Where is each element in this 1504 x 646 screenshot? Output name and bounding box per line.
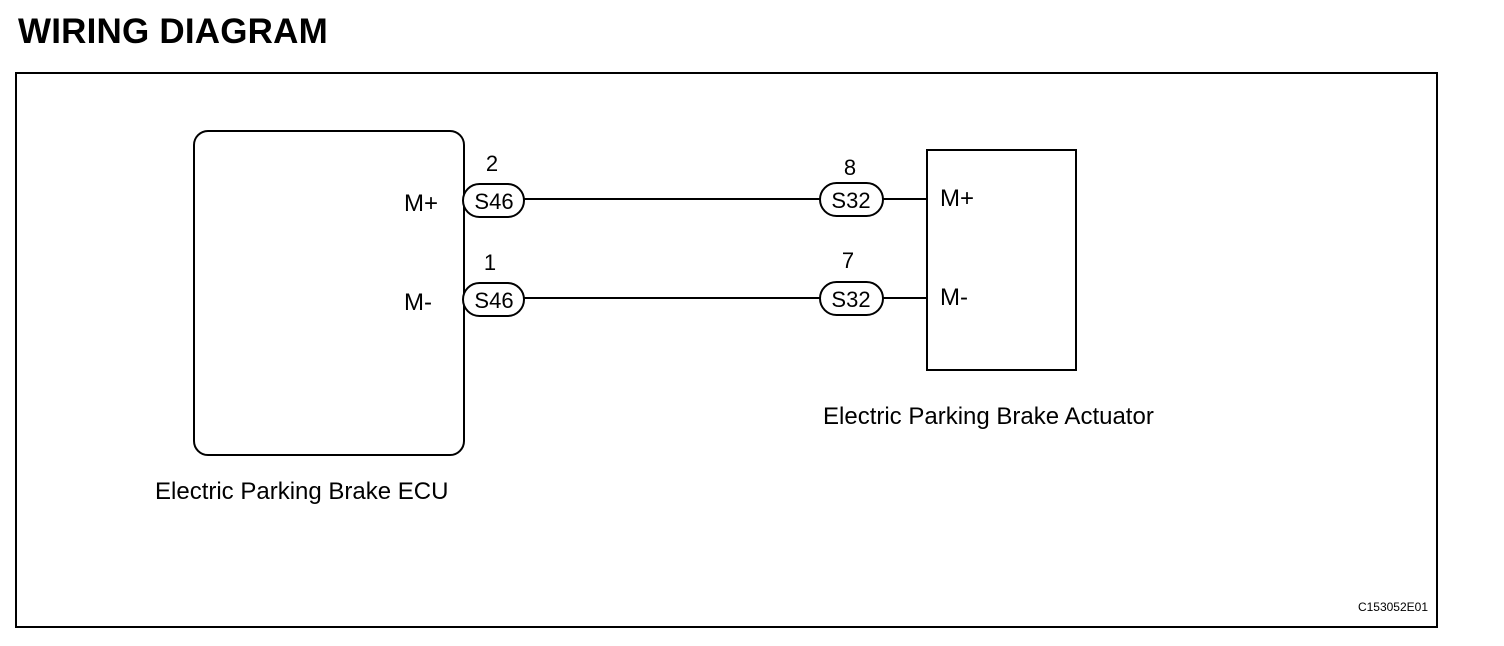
actuator-pin-8: 8	[844, 155, 856, 180]
actuator-label: Electric Parking Brake Actuator	[823, 403, 1154, 430]
actuator-box	[926, 149, 1077, 371]
ecu-label: Electric Parking Brake ECU	[155, 478, 448, 505]
ecu-pin-1: 1	[484, 250, 496, 275]
actuator-terminal-m-plus-label: M+	[940, 185, 974, 212]
connector-s46-m-minus-label: S46	[474, 288, 513, 313]
diagram-frame	[15, 72, 1438, 628]
ecu-terminal-m-minus-label: M-	[404, 289, 432, 316]
ecu-terminal-m-plus-label: M+	[404, 190, 438, 217]
ecu-pin-2: 2	[486, 151, 498, 176]
figure-code: C153052E01	[1358, 600, 1428, 614]
page-title: WIRING DIAGRAM	[18, 12, 328, 51]
actuator-terminal-m-minus-label: M-	[940, 284, 968, 311]
connector-s46-m-plus	[462, 183, 525, 218]
connector-s46-m-minus	[462, 282, 525, 317]
connector-s32-m-plus-label: S32	[831, 188, 870, 213]
connector-s32-m-minus-label: S32	[831, 287, 870, 312]
actuator-pin-7: 7	[842, 248, 854, 273]
connector-s46-m-plus-label: S46	[474, 189, 513, 214]
